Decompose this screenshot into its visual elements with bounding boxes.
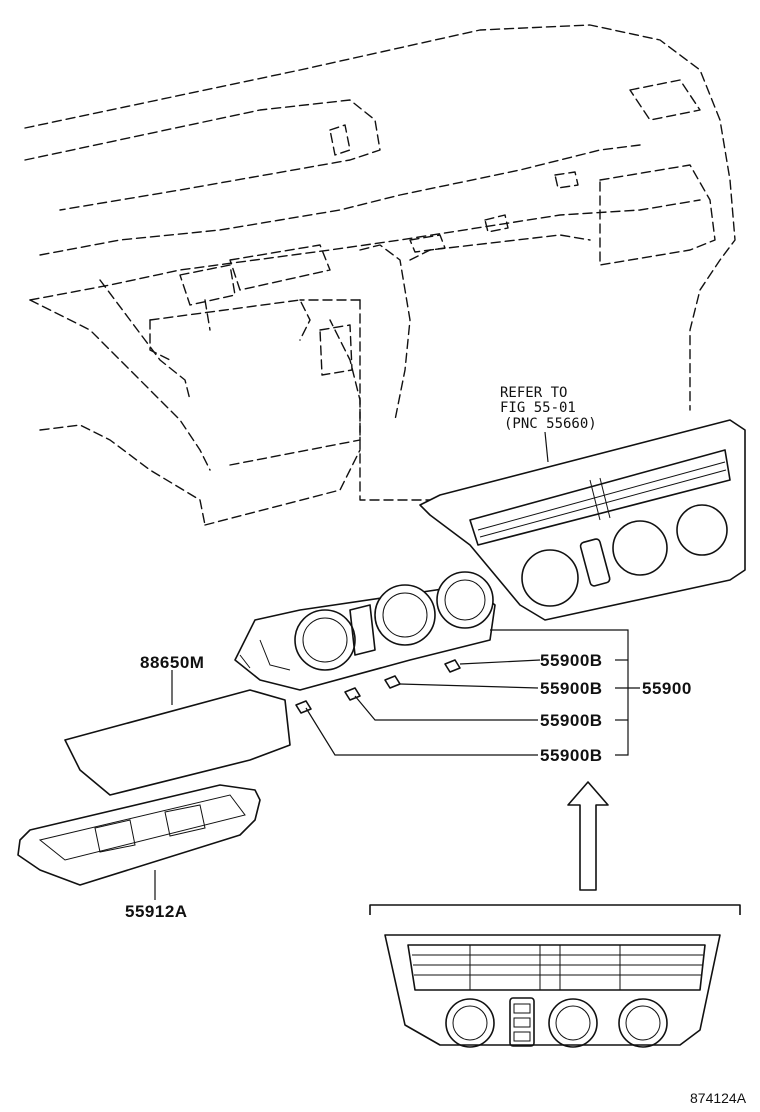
- label-55912a: 55912A: [125, 902, 188, 921]
- up-arrow: [567, 781, 609, 891]
- reference-note-line2: FIG 55-01: [500, 400, 576, 416]
- clips: [295, 659, 461, 714]
- figure-id: 874124A: [690, 1090, 747, 1106]
- label-88650m: 88650M: [140, 653, 204, 672]
- register-panel: [419, 419, 746, 621]
- plate-88650m: [64, 689, 291, 796]
- control-unit: [234, 571, 496, 691]
- label-55900: 55900: [642, 679, 692, 698]
- cover-55912a: [17, 784, 261, 886]
- dashboard-outline: [24, 24, 736, 526]
- reference-leader: [544, 431, 549, 463]
- inset-panel: [384, 934, 721, 1048]
- inset-bracket: [369, 904, 741, 915]
- label-55900b-3: 55900B: [540, 711, 603, 730]
- label-55900b-1: 55900B: [540, 651, 603, 670]
- reference-note-line3: (PNC 55660): [504, 416, 597, 432]
- label-55900b-4: 55900B: [540, 746, 603, 765]
- leaders-55900: [305, 629, 640, 756]
- label-55900b-2: 55900B: [540, 679, 603, 698]
- reference-note-line1: REFER TO: [500, 385, 567, 401]
